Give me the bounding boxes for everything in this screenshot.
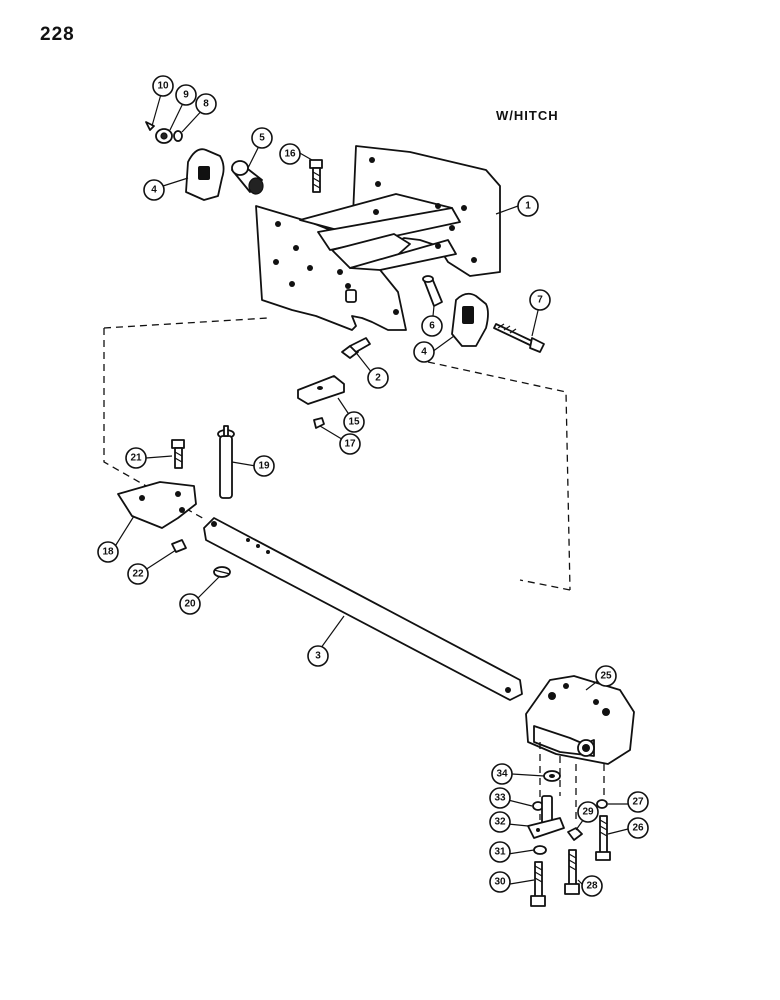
svg-text:10: 10	[157, 81, 169, 92]
callout-20: 20	[179, 593, 201, 615]
callout-16: 16	[279, 143, 301, 165]
pin-plate	[527, 795, 565, 839]
svg-text:1: 1	[525, 201, 531, 212]
callout-22: 22	[127, 563, 149, 585]
svg-text:3: 3	[315, 651, 321, 662]
spacer	[231, 160, 264, 195]
nut-small	[313, 417, 325, 429]
svg-text:27: 27	[632, 797, 644, 808]
callout-5: 5	[251, 127, 273, 149]
svg-text:5: 5	[259, 133, 265, 144]
callout-4-left: 4	[143, 179, 165, 201]
svg-text:30: 30	[494, 877, 506, 888]
washer-31	[533, 845, 547, 855]
hitch-frame	[255, 145, 501, 331]
svg-text:26: 26	[632, 823, 644, 834]
svg-text:15: 15	[348, 417, 360, 428]
svg-text:29: 29	[582, 807, 594, 818]
callout-34: 34	[491, 763, 513, 785]
callout-19: 19	[253, 455, 275, 477]
svg-text:19: 19	[258, 461, 270, 472]
clip	[213, 566, 231, 578]
washer-27	[596, 799, 608, 809]
drawbar	[203, 517, 523, 701]
bolt-2	[341, 337, 371, 359]
svg-text:9: 9	[183, 90, 189, 101]
callout-9: 9	[175, 84, 197, 106]
callout-33: 33	[489, 787, 511, 809]
callout-17: 17	[339, 433, 361, 455]
callout-8: 8	[195, 93, 217, 115]
svg-text:31: 31	[494, 847, 506, 858]
callout-10: 10	[152, 75, 174, 97]
svg-text:4: 4	[151, 185, 157, 196]
strap-left	[185, 148, 225, 201]
callout-6: 6	[421, 315, 443, 337]
nut-clamp	[171, 539, 187, 553]
svg-text:32: 32	[494, 817, 506, 828]
callout-3: 3	[307, 645, 329, 667]
callout-31: 31	[489, 841, 511, 863]
svg-text:20: 20	[184, 599, 196, 610]
callout-27: 27	[627, 791, 649, 813]
svg-text:4: 4	[421, 347, 427, 358]
pin	[422, 275, 443, 307]
svg-text:2: 2	[375, 373, 381, 384]
svg-text:22: 22	[132, 569, 144, 580]
drawbar-pin	[217, 425, 235, 499]
svg-text:33: 33	[494, 793, 506, 804]
washer-34	[543, 770, 561, 782]
callout-25: 25	[595, 665, 617, 687]
callout-2: 2	[367, 367, 389, 389]
block	[297, 375, 345, 405]
svg-text:16: 16	[284, 149, 296, 160]
strap-right	[451, 292, 489, 347]
callout-32: 32	[489, 811, 511, 833]
bolt-top	[309, 159, 323, 193]
support	[525, 675, 635, 820]
assembly-boundary	[103, 317, 571, 591]
svg-text:7: 7	[537, 295, 543, 306]
callout-15: 15	[343, 411, 365, 433]
bolt-30	[530, 861, 546, 907]
svg-text:17: 17	[344, 439, 356, 450]
svg-text:8: 8	[203, 99, 209, 110]
callout-18: 18	[97, 541, 119, 563]
nut-29	[567, 827, 583, 841]
bolt-26	[595, 815, 611, 861]
svg-text:34: 34	[496, 769, 508, 780]
callout-7: 7	[529, 289, 551, 311]
bolt-28	[564, 849, 580, 895]
clamp	[117, 481, 197, 529]
hardware-stack	[145, 121, 183, 144]
callout-28: 28	[581, 875, 603, 897]
svg-text:28: 28	[586, 881, 598, 892]
svg-text:6: 6	[429, 321, 435, 332]
callout-29: 29	[577, 801, 599, 823]
section-title: W/HITCH	[496, 108, 559, 123]
svg-text:21: 21	[130, 453, 142, 464]
callout-21: 21	[125, 447, 147, 469]
callout-26: 26	[627, 817, 649, 839]
svg-text:18: 18	[102, 547, 114, 558]
svg-text:25: 25	[600, 671, 612, 682]
callout-1: 1	[517, 195, 539, 217]
bolt-clamp	[171, 439, 185, 469]
callout-4-right: 4	[413, 341, 435, 363]
page-number: 228	[40, 24, 75, 45]
long-bolt	[493, 323, 545, 353]
callout-30: 30	[489, 871, 511, 893]
